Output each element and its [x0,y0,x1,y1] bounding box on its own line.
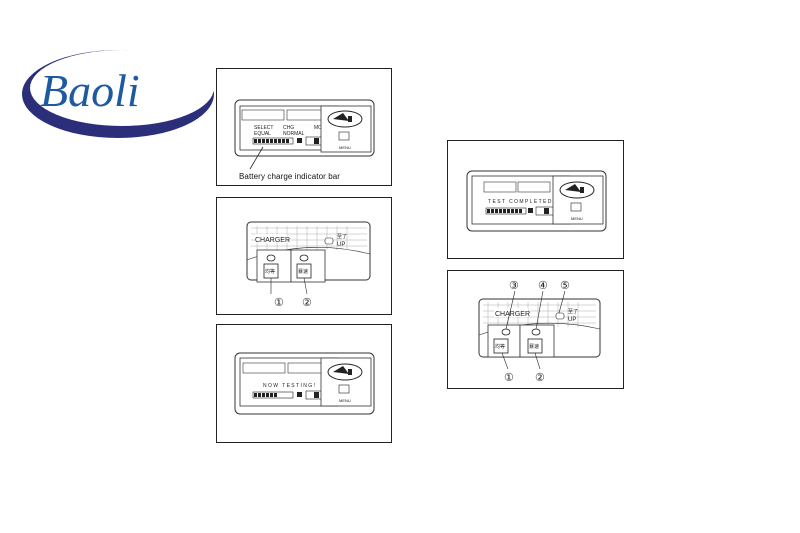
normal-label: NORMAL [283,131,305,137]
panel-test-completed: TEST COMPLETED MENU [447,140,624,259]
charger-label: CHARGER [255,237,290,244]
display-diagram-1: SELECT EQUAL CHG NORMAL MODE MENU [234,99,375,170]
up-cjk: 至了 [568,308,578,315]
callout-5: ⑤ [560,280,570,292]
panel-charger-buttons: CHARGER 至了 UP 均等 暴速 ① ② [216,197,392,315]
status-text: NOW TESTING! [263,383,316,389]
up-label: UP [337,242,345,248]
menu-label: MENU [339,145,351,150]
fast-charge-button-text: 暴速 [298,268,308,275]
select-label: SELECT [254,125,273,131]
display-diagram-5: ③ ④ ⑤ CHARGER 至了 UP 均等 暴速 ① ② [478,280,601,384]
charge-bar [252,137,294,145]
equal-charge-button-text: 均等 [265,268,275,275]
menu-label: MENU [339,398,351,403]
display-diagram-2: CHARGER 至了 UP 均等 暴速 ① ② [246,221,371,309]
status-text: TEST COMPLETED [488,199,553,205]
baoli-logo: Baoli [22,50,214,138]
chg-label: CHG [283,125,294,131]
up-cjk: 至了 [337,233,347,240]
charge-bar [252,391,294,399]
panel-now-testing: NOW TESTING! MENU [216,324,392,443]
menu-label: MENU [571,216,583,221]
callout-4: ④ [538,280,548,292]
callout-2: ② [302,297,312,309]
charge-bar [485,207,527,215]
fast-charge-button-text: 暴速 [529,343,539,350]
callout-1: ① [504,372,514,384]
callout-2: ② [535,372,545,384]
equal-charge-button-text: 均等 [495,343,505,350]
brand-name: Baoli [40,65,140,116]
charge-bar-caption: Battery charge indicator bar [239,172,341,181]
callout-3: ③ [509,280,519,292]
display-diagram-4: TEST COMPLETED MENU [466,170,607,232]
callout-1: ① [274,297,284,309]
display-diagram-3: NOW TESTING! MENU [234,352,375,415]
panel-charger-indicators: ③ ④ ⑤ CHARGER 至了 UP 均等 暴速 ① ② [447,270,624,389]
equal-label: EQUAL [254,131,271,137]
panel-battery-indicator: SELECT EQUAL CHG NORMAL MODE MENU Batter… [216,68,392,186]
up-label: UP [568,317,576,323]
charger-label: CHARGER [495,311,530,318]
